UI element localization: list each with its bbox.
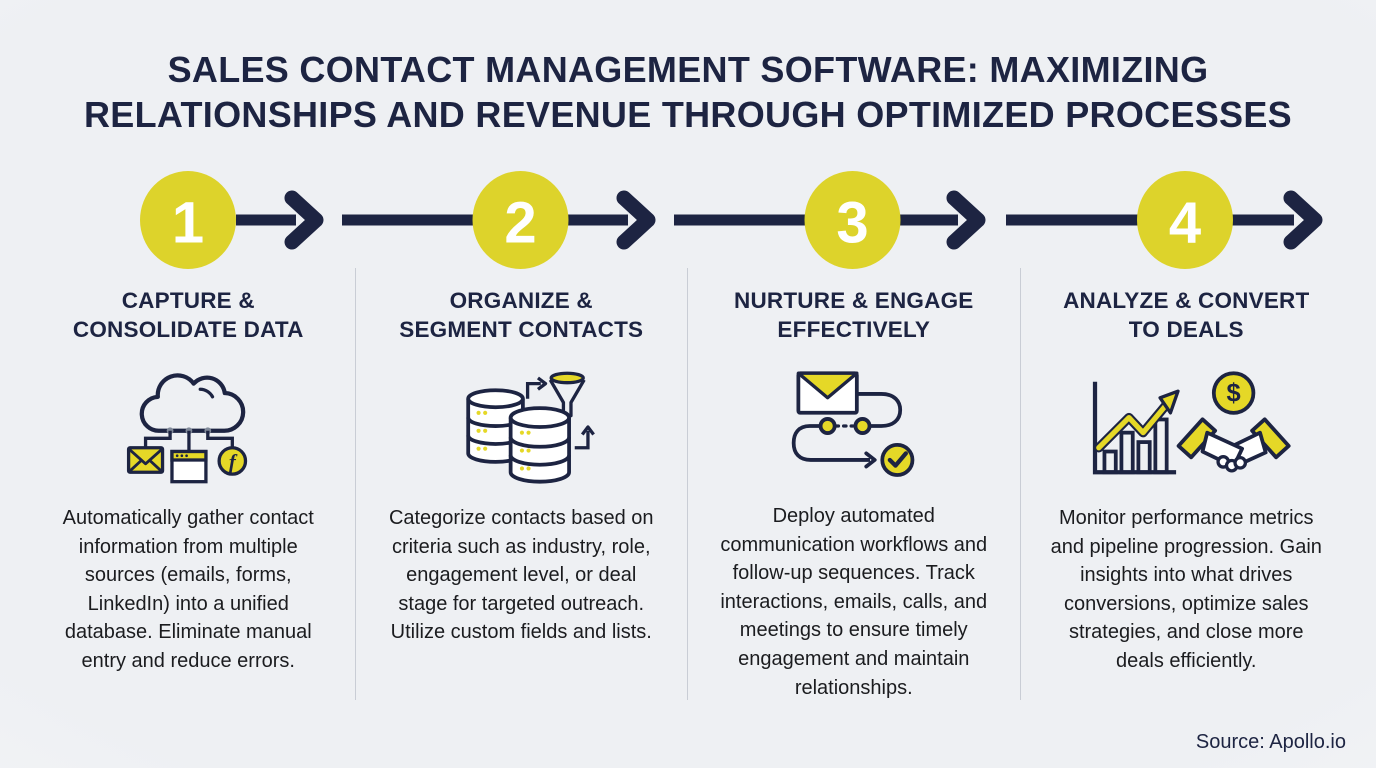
step-column-1: CAPTURE & CONSOLIDATE DATA (22, 268, 355, 700)
step-circle-1: 1 (140, 171, 236, 269)
page-title: SALES CONTACT MANAGEMENT SOFTWARE: MAXIM… (23, 48, 1353, 137)
step-heading-line: EFFECTIVELY (777, 317, 931, 343)
cloud-sources-icon: f (112, 360, 264, 494)
step-heading-line: TO DEALS (1128, 317, 1244, 343)
web-form-icon (170, 449, 208, 484)
step-heading: NURTURE & ENGAGE EFFECTIVELY (734, 286, 973, 348)
chart-handshake-icon: $ (1064, 360, 1308, 494)
process-flow: 1 2 3 4 (140, 171, 1323, 269)
email-icon (127, 446, 165, 474)
step-circle-2: 2 (472, 171, 569, 269)
check-circle-icon (880, 442, 915, 477)
step-heading-line: NURTURE & ENGAGE (734, 288, 974, 313)
database-front (476, 406, 572, 484)
source-credit: Source: Apollo.io (1195, 731, 1346, 753)
step-description: Monitor performance metrics and pipeline… (1050, 507, 1322, 672)
step-description: Automatically gather contact information… (62, 507, 314, 672)
step-heading-line: ORGANIZE & (449, 288, 593, 313)
step-heading: CAPTURE & CONSOLIDATE DATA (73, 286, 304, 348)
step-number: 2 (504, 191, 536, 256)
step-heading: ANALYZE & CONVERT TO DEALS (1063, 286, 1309, 348)
step-description: Deploy automated communication workflows… (720, 505, 988, 699)
step-heading-line: CAPTURE & (121, 288, 255, 313)
step-column-4: ANALYZE & CONVERT TO DEALS (1019, 268, 1353, 700)
email-workflow-icon (778, 360, 930, 492)
step-column-3: NURTURE & ENGAGE EFFECTIVELY (687, 268, 1020, 700)
step-description: Categorize contacts based on criteria su… (388, 507, 654, 644)
step-circle-4: 4 (1137, 171, 1233, 269)
steps-columns: CAPTURE & CONSOLIDATE DATA (22, 268, 1352, 700)
step-column-2: ORGANIZE & SEGMENT CONTACTS (354, 268, 688, 700)
handshake-icon (1176, 417, 1291, 473)
workflow-node (853, 417, 872, 435)
database-filter-icon (445, 360, 597, 494)
step-heading-line: CONSOLIDATE DATA (72, 317, 304, 343)
email-icon (796, 371, 859, 415)
workflow-node (818, 417, 837, 435)
svg-text:f: f (229, 451, 238, 473)
step-heading-line: ANALYZE & CONVERT (1063, 288, 1310, 313)
growth-chart-icon (1093, 381, 1180, 475)
step-heading-line: SEGMENT CONTACTS (399, 317, 644, 343)
dollar-coin-icon: $ (1212, 371, 1256, 415)
title-line-2: RELATIONSHIPS AND REVENUE THROUGH OPTIMI… (83, 93, 1292, 135)
facebook-icon: f (217, 446, 248, 476)
step-heading: ORGANIZE & SEGMENT CONTACTS (399, 286, 643, 348)
step-number: 4 (1169, 191, 1201, 256)
arrow-icon (284, 190, 1323, 250)
title-line-1: SALES CONTACT MANAGEMENT SOFTWARE: MAXIM… (167, 49, 1209, 90)
step-number: 1 (172, 191, 204, 256)
step-circle-3: 3 (804, 171, 901, 269)
svg-text:$: $ (1227, 380, 1241, 408)
step-number: 3 (836, 191, 868, 256)
